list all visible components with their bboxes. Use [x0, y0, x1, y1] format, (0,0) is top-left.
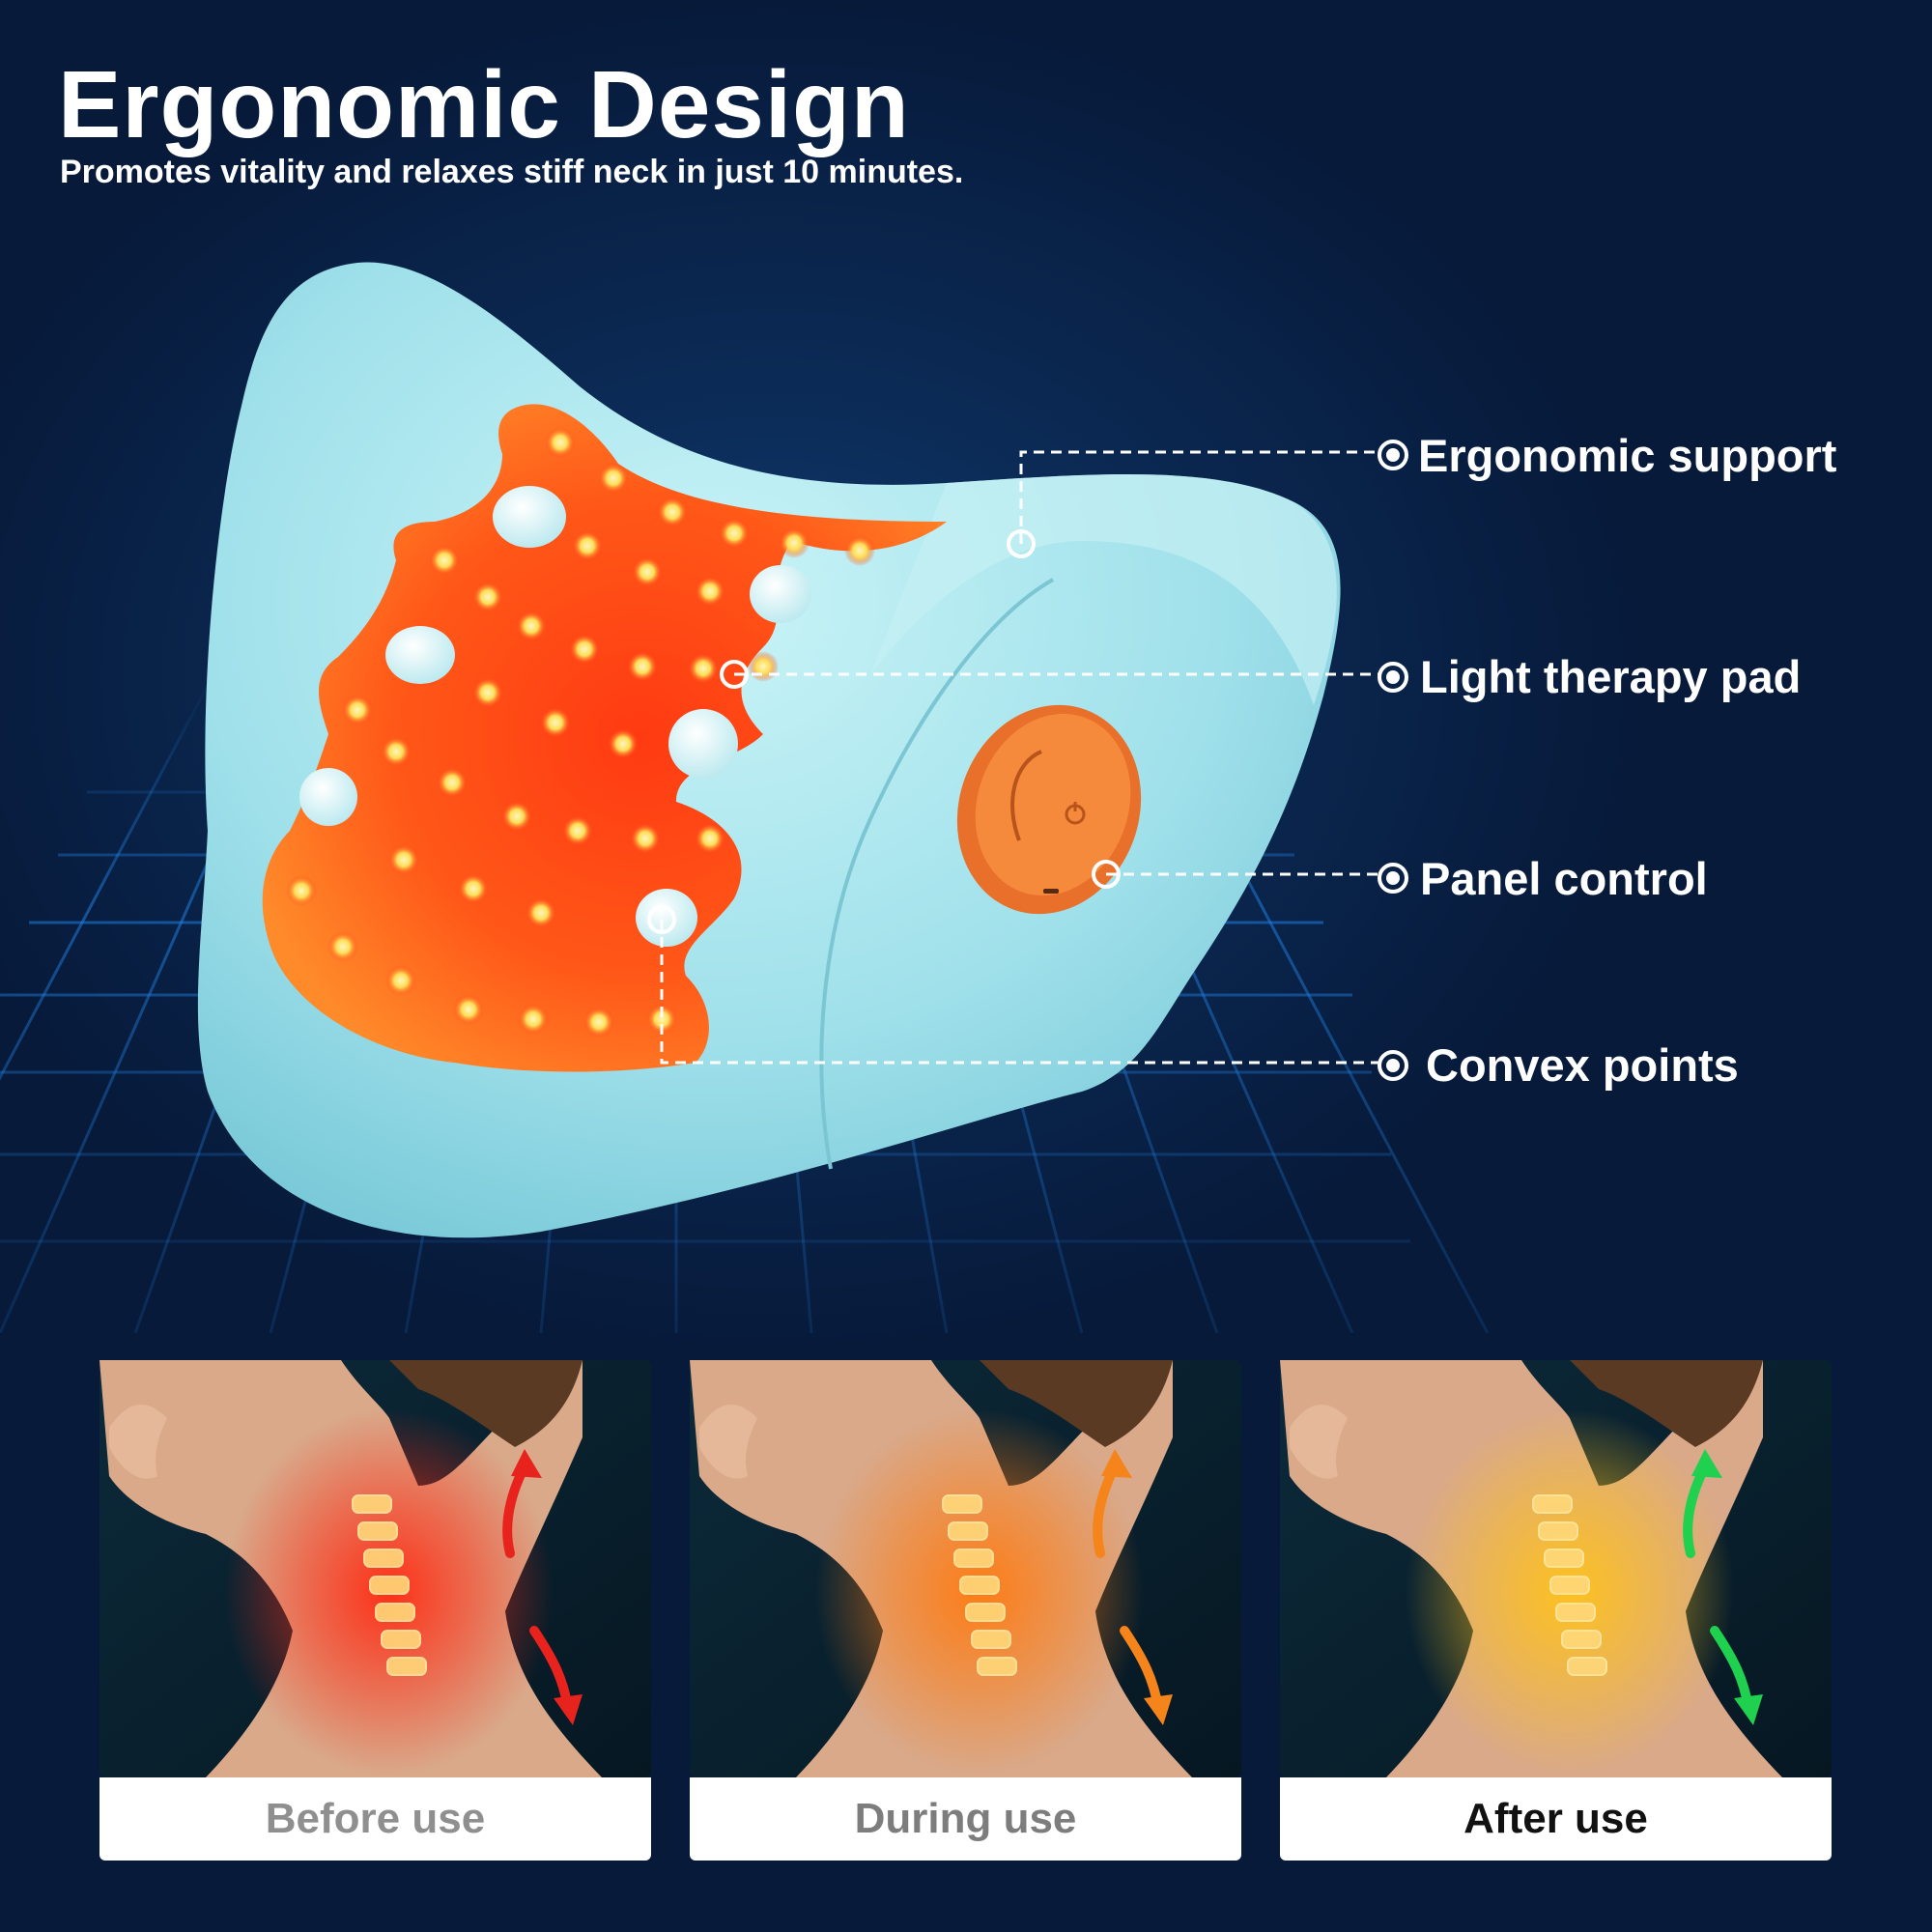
control-panel: [956, 704, 1142, 915]
caption-label: After use: [1463, 1795, 1648, 1842]
panel-during-use: During use: [690, 1360, 1241, 1861]
usage-comparison: Before use: [99, 1360, 1832, 1861]
callout-origin-markers: [647, 529, 1121, 934]
spine-vertebrae: [942, 1494, 1017, 1676]
caption-label: Before use: [265, 1795, 486, 1842]
led-points: [286, 427, 875, 1037]
spine-vertebrae: [352, 1494, 427, 1676]
page-subtitle: Promotes vitality and relaxes stiff neck…: [60, 154, 964, 190]
neck-image: [1280, 1360, 1832, 1777]
spine-vertebrae: [1532, 1494, 1607, 1676]
page-title: Ergonomic Design: [58, 51, 910, 157]
panel-before-use: Before use: [99, 1360, 651, 1861]
neck-image: [690, 1360, 1241, 1777]
neck-image: [99, 1360, 651, 1777]
caption-box: Before use: [99, 1777, 651, 1861]
callout-light-therapy-pad: Light therapy pad: [1420, 651, 1802, 702]
callout-ergonomic-support: Ergonomic support: [1418, 430, 1837, 481]
callout-panel-control: Panel control: [1420, 853, 1708, 904]
caption-box: After use: [1280, 1777, 1832, 1861]
neck-stretcher: [197, 262, 1341, 1238]
panel-after-use: After use: [1280, 1360, 1832, 1861]
caption-label: During use: [854, 1795, 1077, 1842]
product-illustration: [0, 262, 1490, 1333]
callout-convex-points: Convex points: [1426, 1039, 1739, 1091]
callout-target-icon: [1378, 440, 1408, 1081]
caption-box: During use: [690, 1777, 1241, 1861]
power-icon: [1065, 802, 1086, 825]
callout-lines: [660, 450, 1379, 1065]
